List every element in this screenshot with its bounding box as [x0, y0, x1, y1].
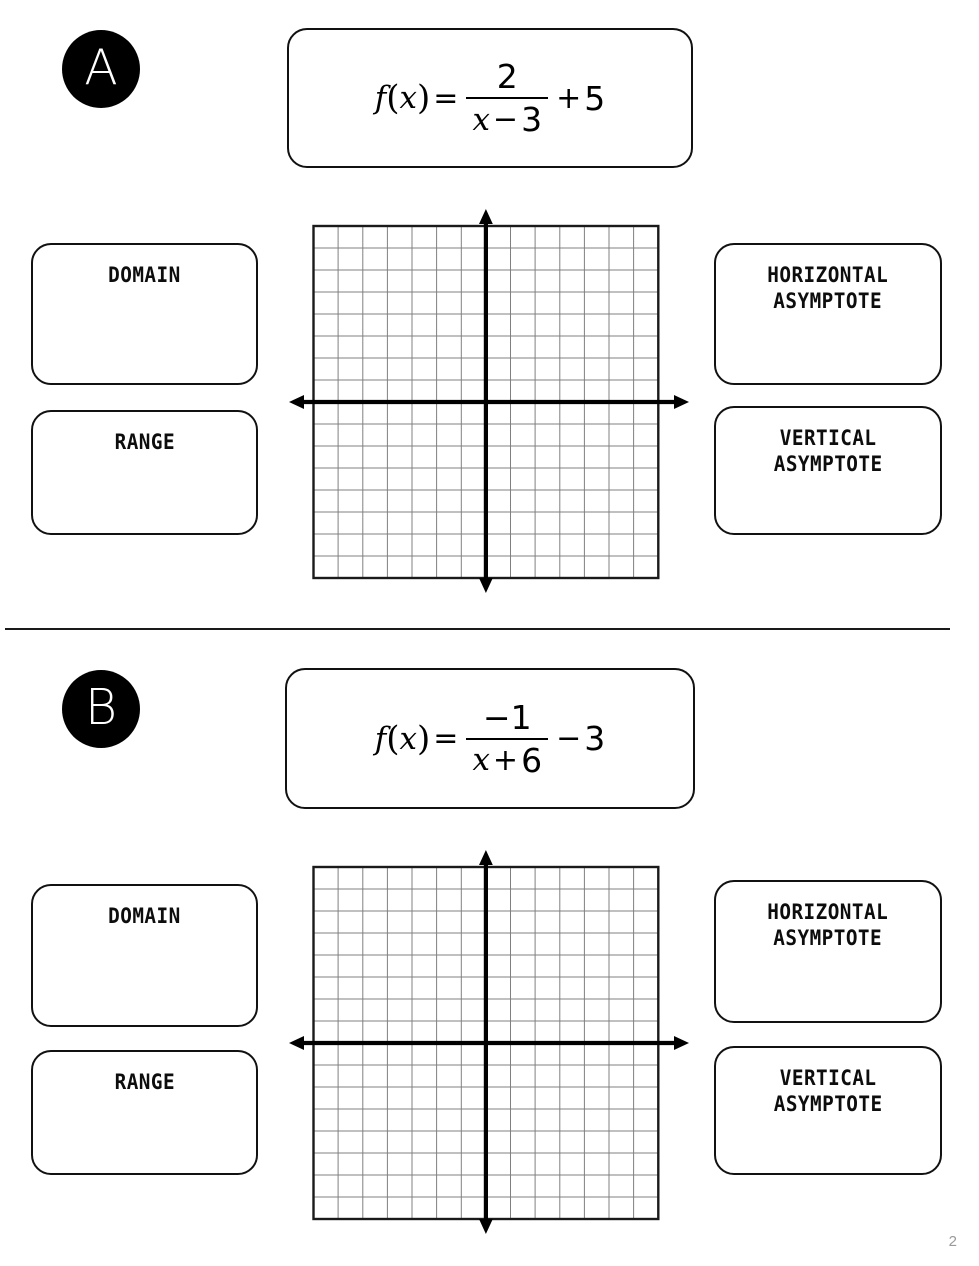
problem-badge-letter: B	[84, 679, 118, 736]
vertical-asymptote-line2: ASYMPTOTE	[773, 451, 883, 476]
formula-numerator: 2	[496, 57, 518, 96]
formula-box-a: f ( x ) = 2 x − 3 + 5	[287, 28, 693, 168]
domain-label: DOMAIN	[108, 904, 181, 928]
vertical-asymptote-line1: VERTICAL	[779, 426, 877, 450]
problem-badge-a: A	[62, 30, 140, 108]
range-label: RANGE	[114, 430, 175, 454]
formula-equals: =	[433, 721, 459, 756]
formula-trailing-op: +	[556, 80, 582, 116]
range-label: RANGE	[114, 1070, 175, 1094]
problem-section-a: A f ( x ) = 2 x − 3 + 5 DOMAIN	[0, 0, 979, 628]
formula-variable: x	[399, 720, 418, 757]
formula-denominator: x + 6	[472, 740, 543, 780]
formula-close-paren: )	[417, 718, 431, 759]
problem-badge-letter: A	[84, 39, 118, 96]
domain-box-a[interactable]: DOMAIN	[31, 243, 258, 385]
horizontal-asymptote-line1: HORIZONTAL	[767, 263, 889, 287]
formula-fraction-bar	[466, 97, 549, 99]
formula-expression-a: f ( x ) = 2 x − 3 + 5	[375, 56, 605, 140]
formula-close-paren: )	[417, 78, 431, 118]
formula-fraction: −1 x + 6	[466, 697, 549, 781]
formula-open-paren: (	[386, 718, 400, 759]
coordinate-grid-a[interactable]	[285, 205, 695, 595]
formula-trailing-num: 3	[584, 719, 606, 758]
vertical-asymptote-line1: VERTICAL	[779, 1066, 877, 1090]
problem-section-b: B f ( x ) = −1 x + 6 − 3 DOMAIN	[0, 638, 979, 1266]
formula-fn: f	[374, 80, 387, 116]
horizontal-asymptote-line2: ASYMPTOTE	[773, 288, 883, 313]
horizontal-asymptote-line2: ASYMPTOTE	[773, 925, 883, 950]
domain-label: DOMAIN	[108, 263, 181, 287]
formula-fraction: 2 x − 3	[466, 56, 549, 140]
formula-variable: x	[399, 80, 418, 116]
section-divider	[5, 628, 950, 630]
formula-fn: f	[374, 720, 387, 757]
page-number: 2	[948, 1233, 957, 1250]
coordinate-grid-b[interactable]	[285, 846, 695, 1236]
vertical-asymptote-line2: ASYMPTOTE	[773, 1091, 883, 1116]
formula-numerator: −1	[482, 697, 532, 737]
formula-trailing-op: −	[556, 721, 582, 756]
formula-denominator: x − 3	[472, 100, 543, 139]
domain-box-b[interactable]: DOMAIN	[31, 884, 258, 1027]
formula-equals: =	[433, 80, 459, 116]
range-box-b[interactable]: RANGE	[31, 1050, 258, 1175]
formula-open-paren: (	[386, 78, 400, 118]
formula-box-b: f ( x ) = −1 x + 6 − 3	[285, 668, 695, 809]
problem-badge-b: B	[62, 670, 140, 748]
range-box-a[interactable]: RANGE	[31, 410, 258, 535]
formula-expression-b: f ( x ) = −1 x + 6 − 3	[375, 697, 605, 781]
formula-fraction-bar	[466, 737, 549, 740]
formula-trailing-num: 5	[584, 78, 606, 118]
horizontal-asymptote-line1: HORIZONTAL	[767, 900, 889, 924]
